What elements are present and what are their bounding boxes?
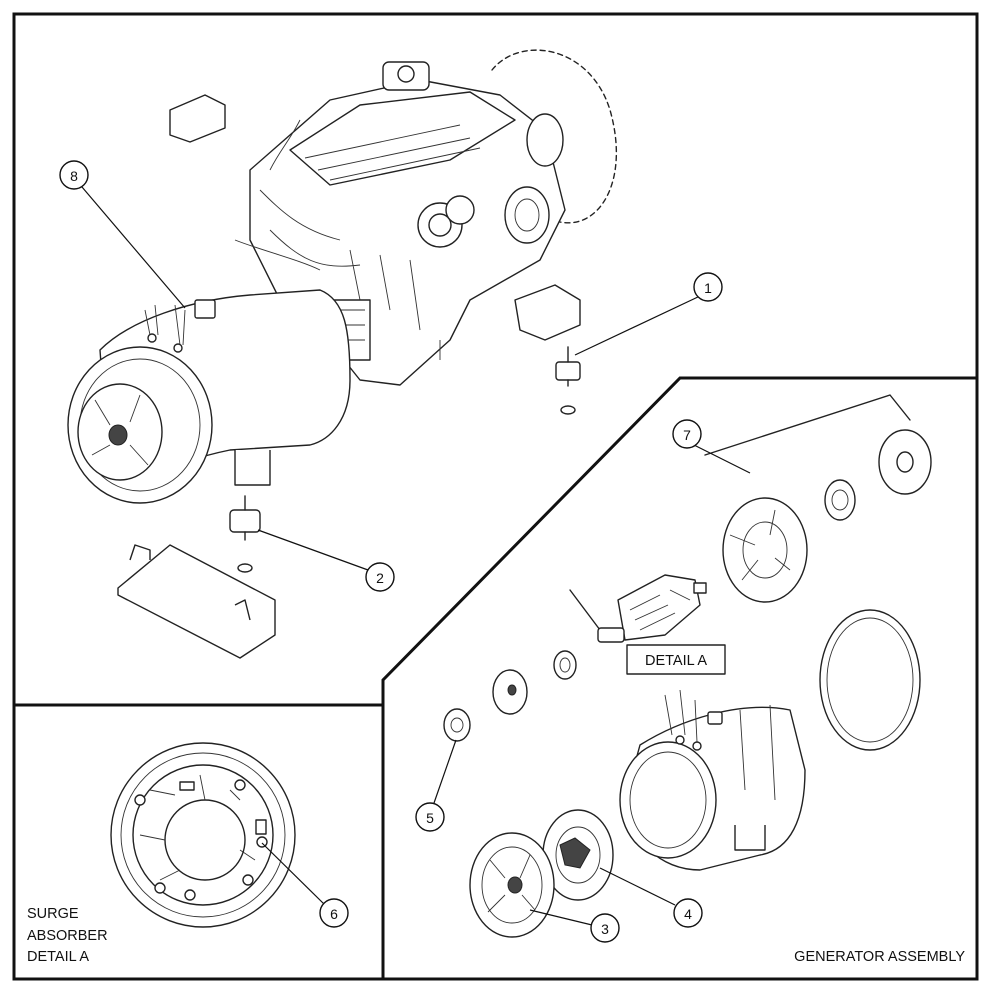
callout-number: 6 (330, 906, 338, 922)
callout-6: 6 (261, 842, 349, 928)
detail-a-label: DETAIL A (645, 653, 707, 669)
surge-absorber-illustration (110, 742, 296, 928)
surge-absorber-label-line2: ABSORBER (27, 928, 108, 944)
callout-number: 7 (683, 427, 691, 443)
panel-frames (12, 12, 979, 981)
callout-number: 8 (70, 168, 78, 184)
callout-number: 1 (704, 280, 712, 296)
base-bracket-illustration (117, 544, 276, 659)
callout-7: 7 (672, 419, 751, 474)
mount-1-illustration (555, 346, 581, 415)
callout-number: 4 (684, 906, 692, 922)
callout-number: 3 (601, 921, 609, 937)
surge-absorber-label-line3: DETAIL A (27, 949, 89, 965)
detail-a-tag: DETAIL A (626, 644, 726, 675)
callout-8: 8 (59, 160, 186, 309)
callout-5: 5 (415, 739, 457, 832)
engine-generator-illustration (67, 49, 618, 504)
generator-assembly-label: GENERATOR ASSEMBLY (794, 949, 965, 965)
mount-2-illustration (229, 495, 261, 573)
generator-assembly-illustration (443, 394, 932, 938)
callout-number: 2 (376, 570, 384, 586)
callout-4: 4 (599, 867, 703, 928)
callout-2: 2 (257, 529, 395, 592)
callout-1: 1 (574, 272, 723, 356)
callout-3: 3 (529, 909, 620, 943)
surge-absorber-label-line1: SURGE (27, 906, 79, 922)
callout-number: 5 (426, 810, 434, 826)
